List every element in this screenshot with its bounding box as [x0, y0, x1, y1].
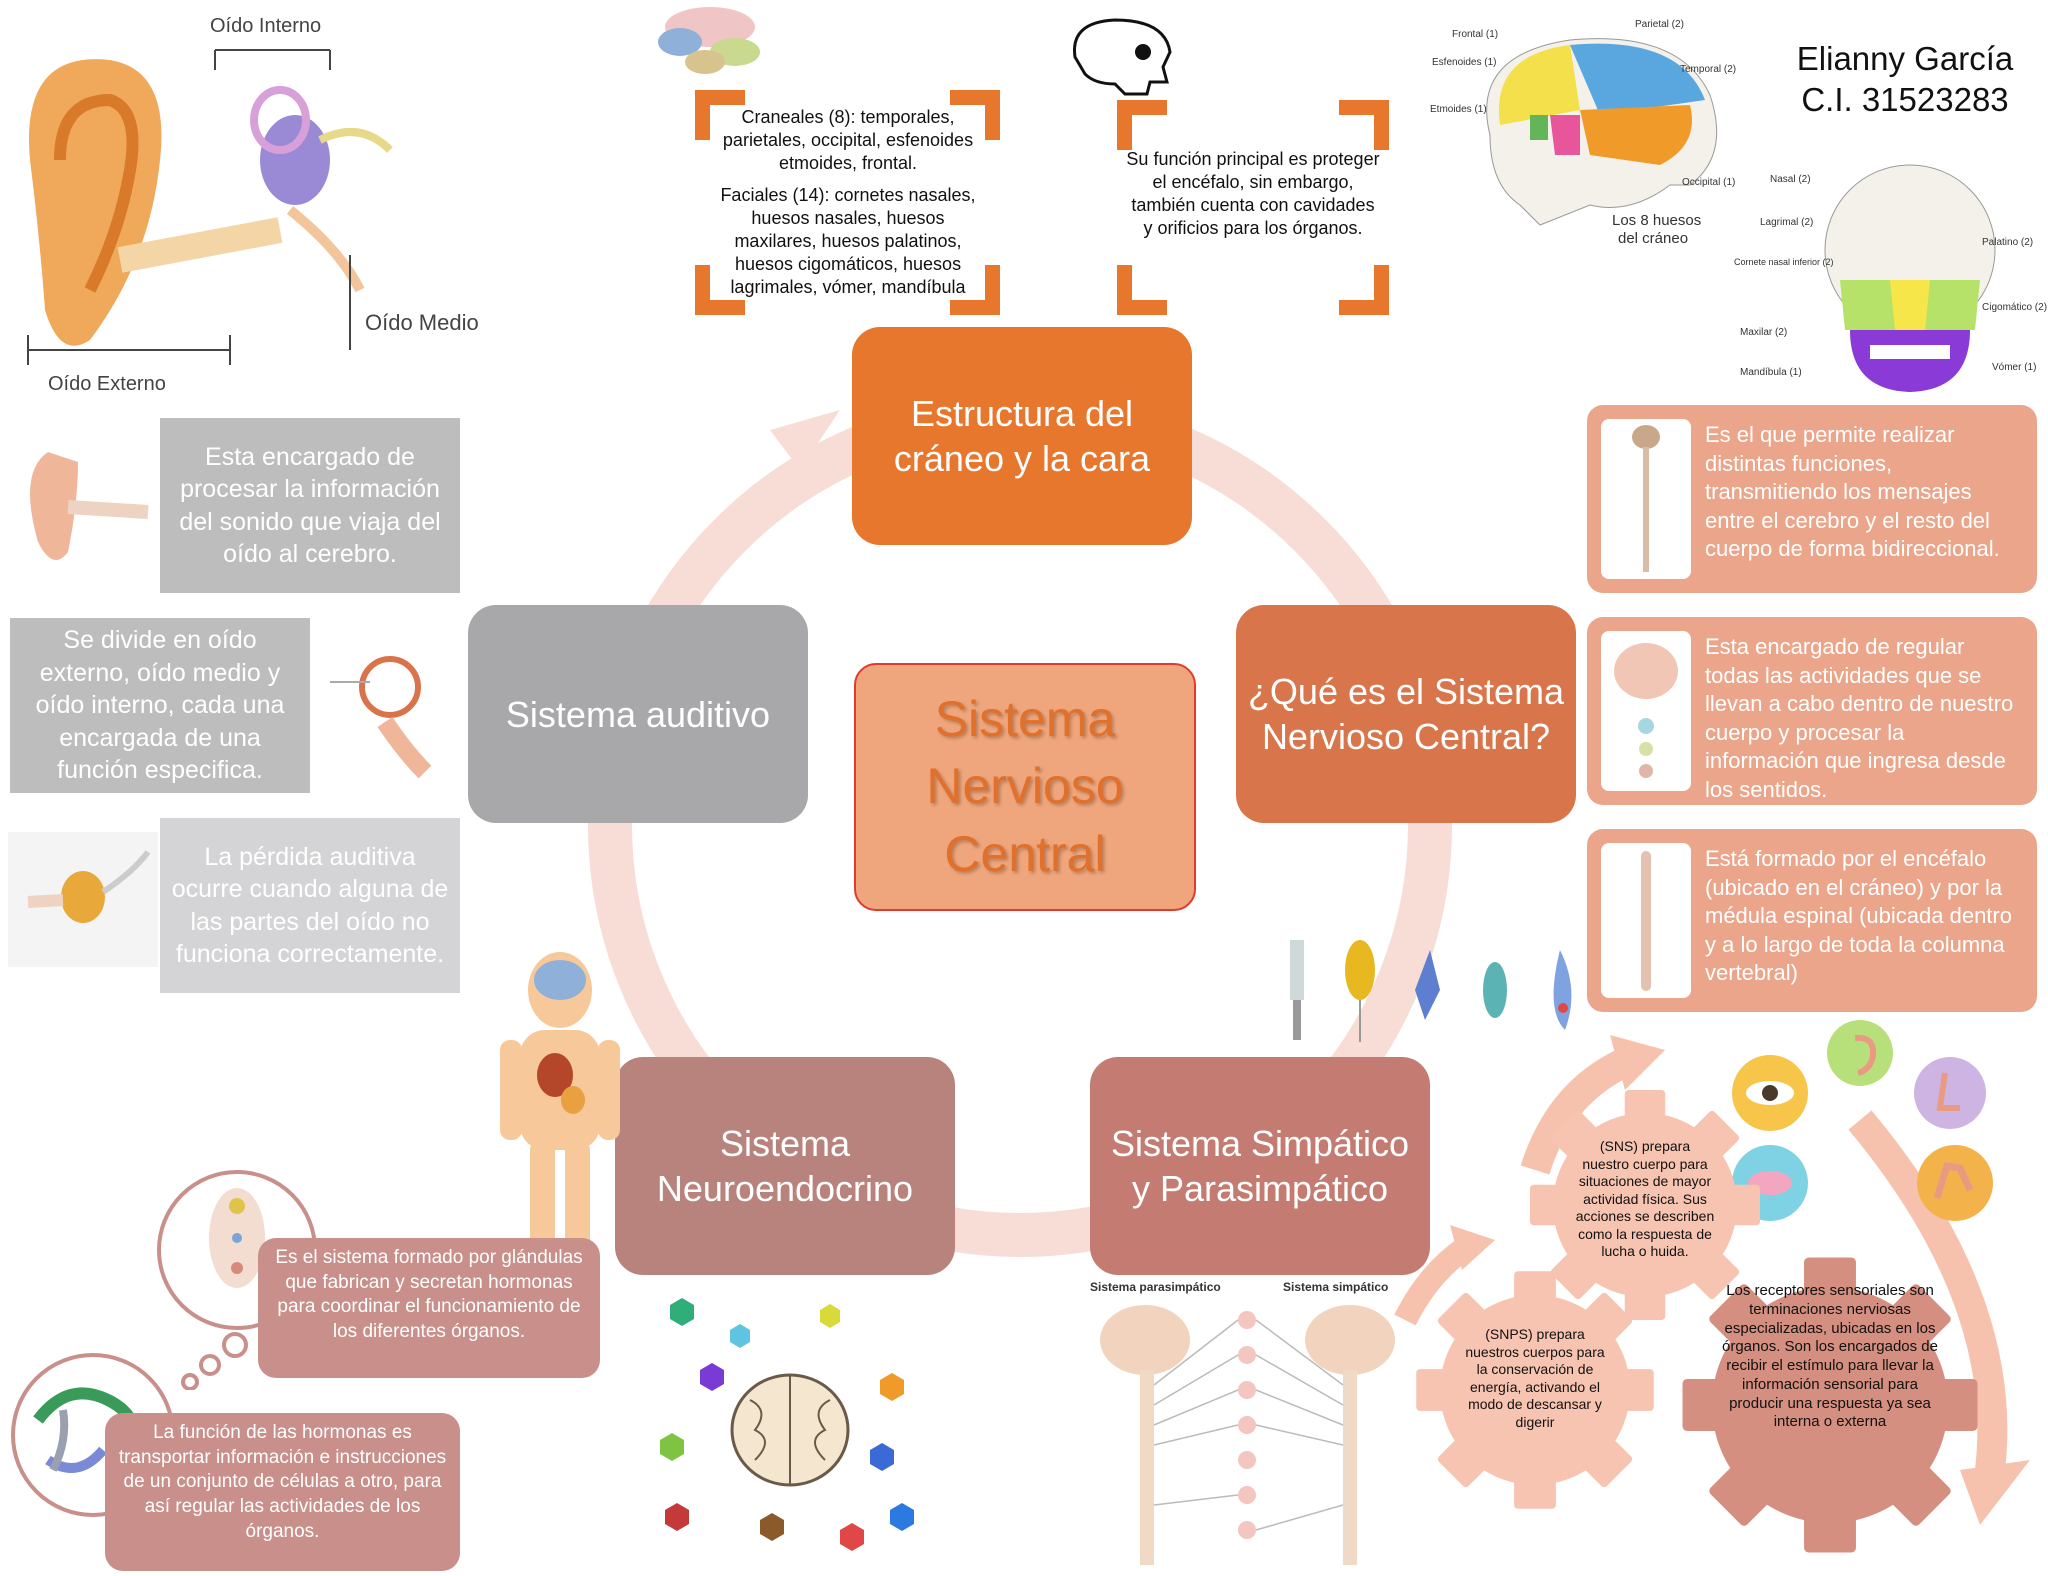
center-title-box: Sistema Nervioso Central — [854, 663, 1196, 911]
skull-label-parietal: Parietal (2) — [1635, 19, 1684, 30]
spinal-cord-thumb-icon — [1601, 419, 1691, 579]
huesos-faciales-text: Faciales (14): cornetes nasales, huesos … — [720, 185, 976, 298]
author-block: Elianny García C.I. 31523283 — [1780, 38, 2030, 121]
skull-label-cornete: Cornete nasal inferior (2) — [1734, 257, 1834, 267]
node-simpatico-label: Sistema Simpático y Parasimpático — [1110, 1123, 1410, 1209]
node-auditivo[interactable]: Sistema auditivo — [468, 605, 808, 823]
node-estructura-craneo-label: Estructura del cráneo y la cara — [893, 393, 1151, 479]
author-id: C.I. 31523283 — [1801, 81, 2009, 119]
skull-label-occipital: Occipital (1) — [1682, 177, 1735, 188]
ear-label-externo: Oído Externo — [48, 373, 166, 395]
skull-label-palatino: Palatino (2) — [1982, 237, 2033, 248]
cycle-arrowhead — [770, 410, 840, 470]
skull-label-nasal: Nasal (2) — [1770, 174, 1811, 185]
ear-label-interno: Oído Interno — [210, 15, 321, 37]
ear-thumb-2 — [330, 656, 432, 779]
skull-outline-icon — [1073, 18, 1172, 96]
neuro-bubble-2: La función de las hormonas es transporta… — [105, 1413, 460, 1571]
gear-snps-text: (SNPS) prepara nuestros cuerpos para la … — [1465, 1326, 1605, 1430]
ear-icon — [1827, 1020, 1893, 1086]
gear-arrow-right — [1848, 1110, 2008, 1472]
thought-dots — [181, 1332, 248, 1390]
que-es-text-2: Esta encargado de regular todas las acti… — [1705, 634, 2014, 802]
gear-receptores-text: Los receptores sensoriales son terminaci… — [1722, 1282, 1938, 1431]
node-simpatico[interactable]: Sistema Simpático y Parasimpático — [1090, 1057, 1430, 1275]
skull-label-frontal: Frontal (1) — [1452, 29, 1498, 40]
skull-lateral-illustration: Frontal (1) Esfenoides (1) Etmoides (1) … — [1430, 19, 1736, 247]
skull-label-vomer: Vómer (1) — [1992, 362, 2036, 373]
craneo-funcion-text: Su función principal es proteger el encé… — [1126, 149, 1380, 239]
neuron-cells-illustration — [1290, 940, 1572, 1042]
que-es-box-3: Está formado por el encéfalo (ubicado en… — [1587, 829, 2037, 1012]
ans-label-simp: Sistema simpático — [1283, 1280, 1388, 1294]
ans-label-para: Sistema parasimpático — [1090, 1280, 1221, 1294]
skull-label-esfenoides: Esfenoides (1) — [1432, 57, 1496, 68]
author-name: Elianny García — [1796, 40, 2014, 77]
node-neuroendocrino[interactable]: Sistema Neuroendocrino — [615, 1057, 955, 1275]
node-estructura-craneo[interactable]: Estructura del cráneo y la cara — [852, 327, 1192, 545]
bracket-frame-left — [695, 90, 1000, 315]
neurotransmitters-illustration — [660, 1298, 914, 1551]
ear-thumb-1 — [30, 452, 149, 560]
nose-icon — [1914, 1057, 1986, 1129]
bracket-frame-right — [1117, 100, 1389, 315]
human-body-illustration — [500, 952, 620, 1250]
auditivo-box-2: Se divide en oído externo, oído medio y … — [10, 618, 310, 793]
skull-label-mandibula: Mandíbula (1) — [1740, 367, 1802, 378]
node-que-es-snc[interactable]: ¿Qué es el Sistema Nervioso Central? — [1236, 605, 1576, 823]
que-es-text-3: Está formado por el encéfalo (ubicado en… — [1705, 846, 2012, 986]
ear-label-medio: Oído Medio — [365, 310, 479, 335]
auditivo-box-1: Esta encargado de procesar la informació… — [160, 418, 460, 593]
skull-caption-line1: Los 8 huesos — [1612, 212, 1701, 229]
sense-organs-icons — [1732, 1020, 1993, 1221]
skull-caption-line2: del cráneo — [1618, 230, 1688, 247]
auditivo-box-3: La pérdida auditiva ocurre cuando alguna… — [160, 818, 460, 993]
skull-label-etmoides: Etmoides (1) — [1430, 104, 1487, 115]
autonomic-system-illustration: Sistema parasimpático Sistema simpático — [1090, 1280, 1395, 1565]
brain-parts-icon — [658, 7, 760, 74]
que-es-text-1: Es el que permite realizar distintas fun… — [1705, 422, 2000, 562]
spine-thumb-icon — [1601, 843, 1691, 998]
skull-frontal-illustration: Nasal (2) Lagrimal (2) Cornete nasal inf… — [1734, 164, 2047, 392]
neuro-bubble-1: Es el sistema formado por glándulas que … — [258, 1238, 600, 1378]
hand-icon — [1917, 1145, 1993, 1221]
brain-organs-thumb-icon — [1601, 631, 1691, 791]
node-neuroendocrino-label: Sistema Neuroendocrino — [656, 1123, 914, 1209]
ear-anatomy-illustration: Oído Interno Oído Medio Oído Externo — [27, 15, 479, 395]
que-es-box-1: Es el que permite realizar distintas fun… — [1587, 405, 2037, 593]
skull-label-temporal: Temporal (2) — [1680, 64, 1736, 75]
huesos-craneales-text: Craneales (8): temporales, parietales, o… — [722, 107, 974, 174]
node-auditivo-label: Sistema auditivo — [505, 693, 771, 735]
que-es-box-2: Esta encargado de regular todas las acti… — [1587, 617, 2037, 805]
gear-arrow-top — [1520, 1046, 1637, 1175]
skull-label-cigomatico: Cigomático (2) — [1982, 302, 2047, 313]
gear-sns-text: (SNS) prepara nuestro cuerpo para situac… — [1575, 1138, 1715, 1259]
ear-thumb-3 — [8, 832, 158, 967]
skull-label-lagrimal: Lagrimal (2) — [1760, 217, 1813, 228]
center-title: Sistema Nervioso Central — [926, 690, 1124, 882]
node-que-es-snc-label: ¿Qué es el Sistema Nervioso Central? — [1247, 671, 1565, 757]
skull-label-maxilar: Maxilar (2) — [1740, 327, 1787, 338]
